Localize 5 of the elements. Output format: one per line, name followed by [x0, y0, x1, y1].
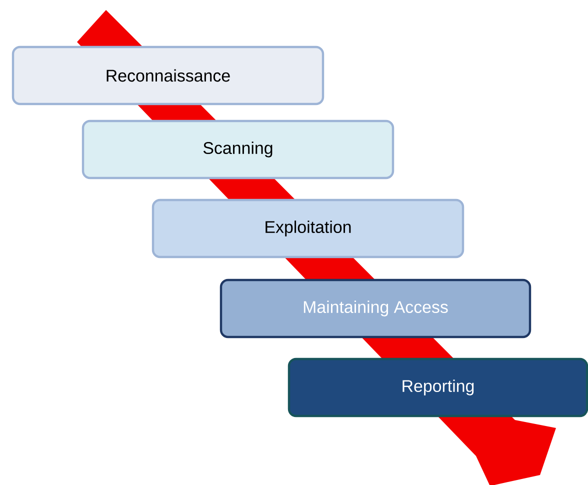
step-box: Exploitation	[152, 198, 464, 258]
step-box: Scanning	[82, 120, 394, 180]
step-box: Maintaining Access	[220, 278, 532, 338]
step-box: Reconnaissance	[12, 46, 324, 106]
step-box: Reporting	[288, 358, 588, 418]
